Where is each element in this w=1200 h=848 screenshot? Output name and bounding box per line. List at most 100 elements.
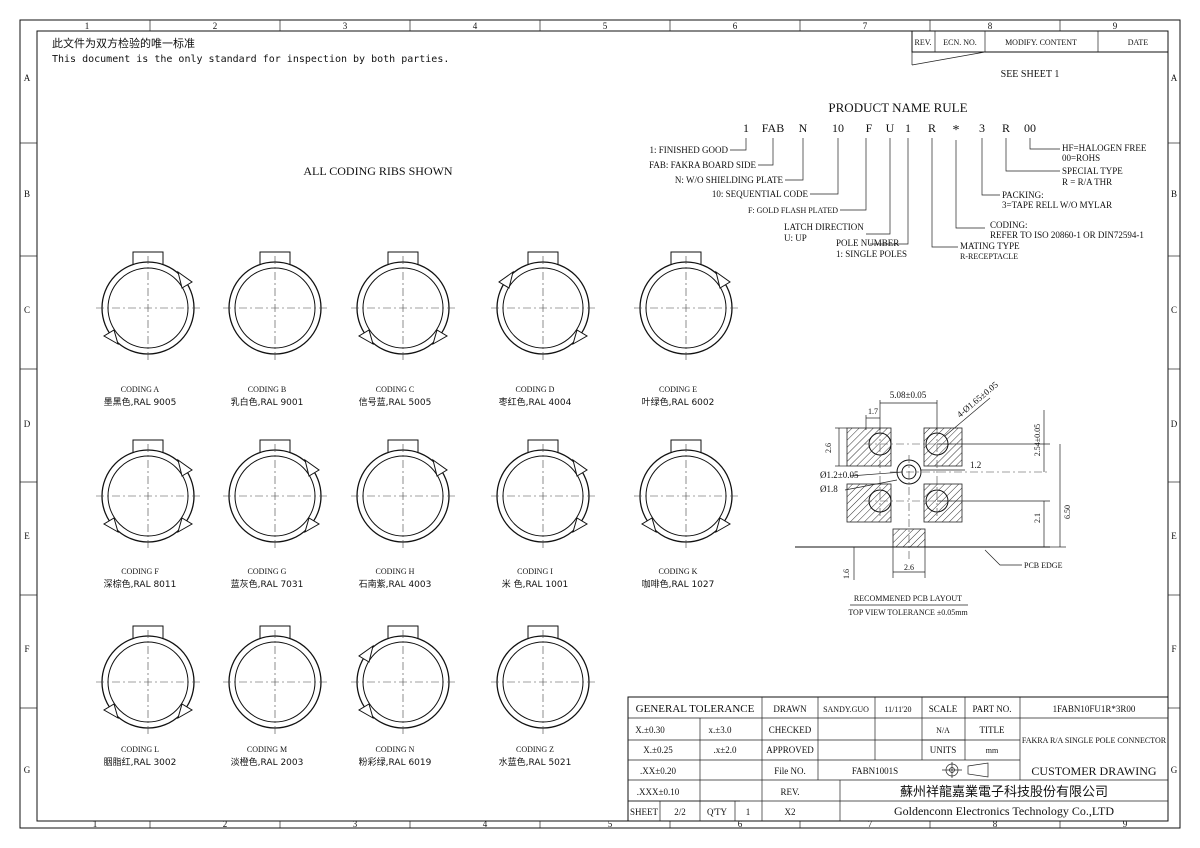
pcb-pad: [923, 427, 963, 467]
column-grid: 1 2 3 4 5 6 7 8 9 1 2 3 4 5 6 7 8 9: [85, 20, 1128, 829]
code-part: R: [928, 121, 936, 135]
code-part: 3: [979, 121, 985, 135]
coding-rib: [715, 270, 731, 289]
projection-symbol: [942, 762, 989, 778]
revision-block: REV. ECN. NO. MODIFY. CONTENT DATE SEE S…: [911, 30, 1169, 80]
coding-color: 深棕色,RAL 8011: [104, 578, 177, 590]
row-label: E: [24, 531, 30, 541]
coding-color: 墨黑色,RAL 9005: [104, 396, 177, 408]
rule-note: R-RECEPTACLE: [960, 252, 1018, 261]
coding-name: CODING N: [376, 745, 415, 754]
col-label: 7: [868, 819, 873, 829]
coding-color: 咖啡色,RAL 1027: [642, 578, 715, 590]
date-header: DATE: [1128, 38, 1149, 47]
coding-color: 米 色,RAL 1001: [502, 578, 569, 590]
tol-row: X.±0.30: [635, 725, 665, 735]
coding-color: 石南紫,RAL 4003: [359, 578, 432, 590]
coding-name: CODING G: [248, 567, 287, 576]
part-no-label: PART NO.: [973, 704, 1012, 714]
coding-name: CODING Z: [516, 745, 554, 754]
rule-note: REFER TO ISO 20860-1 OR DIN72594-1: [990, 230, 1144, 240]
see-sheet-note: SEE SHEET 1: [1001, 69, 1060, 80]
pcb-tolerance: TOP VIEW TOLERANCE ±0.05mm: [848, 608, 968, 617]
title-value: FAKRA R/A SINGLE POLE CONNECTOR: [1022, 736, 1167, 745]
coding-name: CODING E: [659, 385, 697, 394]
rule-note: FAB: FAKRA BOARD SIDE: [649, 160, 756, 170]
part-no-value: 1FABN10FU1R*3R00: [1053, 704, 1136, 714]
row-grid: A B C D E F G A B C D E F G: [20, 73, 1180, 775]
coding-rib: [304, 458, 320, 477]
title-label: TITLE: [980, 725, 1005, 735]
drawn-by: SANDY.GUO: [823, 705, 869, 714]
rule-note: 3=TAPE RELL W/O MYLAR: [1002, 200, 1112, 210]
coding-view: CODING E 叶绿色,RAL 6002: [634, 251, 738, 408]
row-label: G: [1171, 765, 1178, 775]
dim-2-1: 2.1: [1033, 513, 1042, 523]
row-label: A: [24, 73, 31, 83]
rule-note: CODING:: [990, 220, 1028, 230]
coding-name: CODING I: [517, 567, 553, 576]
coding-view: CODING Z 水蓝色,RAL 5021: [491, 625, 595, 768]
col-label: 8: [993, 819, 998, 829]
sheet-label: SHEET: [630, 807, 659, 817]
scale-label: SCALE: [929, 704, 958, 714]
row-label: C: [24, 305, 30, 315]
rule-note: R = R/A THR: [1062, 177, 1112, 187]
coding-rib: [103, 703, 119, 720]
coding-color: 淡橙色,RAL 2003: [231, 756, 304, 768]
col-label: 7: [863, 21, 868, 31]
pcb-caption: RECOMMENED PCB LAYOUT: [854, 594, 962, 603]
dim-2-6-left: 2.6: [824, 443, 833, 453]
dim-2-6-bottom: 2.6: [904, 563, 914, 572]
code-part: U: [886, 121, 895, 135]
coding-rib: [572, 329, 588, 346]
rule-note: 1: SINGLE POLES: [836, 249, 907, 259]
ang-tol: x.±3.0: [709, 725, 732, 735]
coding-color: 水蓝色,RAL 5021: [499, 756, 572, 768]
sheet-value: 2/2: [674, 807, 686, 817]
row-label: D: [24, 419, 31, 429]
rev-value: X2: [785, 807, 796, 817]
coding-view: CODING H 石南紫,RAL 4003: [351, 439, 455, 590]
coding-view: CODING I 米 色,RAL 1001: [491, 439, 595, 590]
coding-name: CODING K: [659, 567, 698, 576]
code-part: R: [1002, 121, 1010, 135]
coding-color: 胭脂红,RAL 3002: [104, 756, 177, 768]
row-label: G: [24, 765, 31, 775]
coding-rib: [641, 517, 657, 534]
dim-pitch: 5.08±0.05: [890, 390, 927, 400]
rule-note: MATING TYPE: [960, 241, 1020, 251]
company-en: Goldenconn Electronics Technology Co.,LT…: [894, 804, 1114, 818]
rule-note: 10: SEQUENTIAL CODE: [712, 189, 809, 199]
ecn-header: ECN. NO.: [943, 38, 977, 47]
code-part: 10: [832, 121, 844, 135]
coding-rib: [432, 329, 448, 346]
tol-row: .XX±0.20: [640, 766, 676, 776]
col-label: 9: [1113, 21, 1118, 31]
code-part: 1: [905, 121, 911, 135]
outer-frame: [19, 19, 1181, 829]
tol-row: X.±0.25: [643, 745, 673, 755]
dim-1-6: 1.6: [842, 569, 851, 579]
code-part: *: [953, 123, 960, 138]
dim-hole-4: 4-Ø1.65±0.05: [955, 379, 1000, 419]
code-part: FAB: [762, 121, 784, 135]
general-tolerance: GENERAL TOLERANCE: [636, 703, 755, 715]
col-label: 4: [473, 21, 478, 31]
coding-view: CODING K 咖啡色,RAL 1027: [634, 439, 738, 590]
coding-name: CODING H: [376, 567, 415, 576]
coding-rib: [177, 270, 193, 289]
product-rule-title: PRODUCT NAME RULE: [828, 100, 967, 115]
units-value: mm: [986, 746, 999, 755]
coding-color: 叶绿色,RAL 6002: [642, 396, 715, 408]
rule-note: SPECIAL TYPE: [1062, 166, 1123, 176]
customer-drawing: CUSTOMER DRAWING: [1031, 764, 1156, 778]
col-label: 2: [213, 21, 218, 31]
inner-frame: [36, 30, 1169, 822]
file-no-value: FABN1001S: [852, 766, 898, 776]
